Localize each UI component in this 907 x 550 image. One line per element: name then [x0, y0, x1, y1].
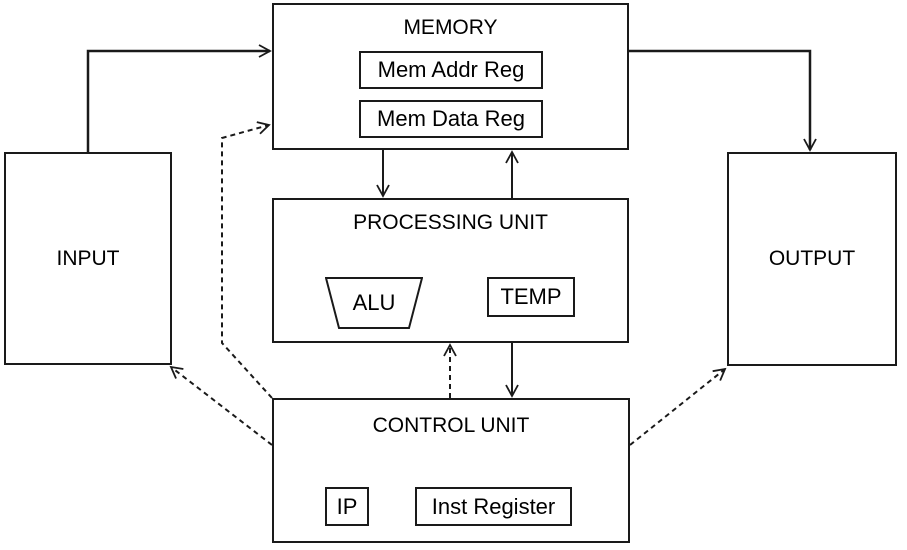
- memory-title: MEMORY: [403, 16, 498, 39]
- mem-data-reg-box: Mem Data Reg: [359, 100, 543, 138]
- temp-register-box: TEMP: [487, 277, 575, 317]
- alu-shape: [325, 277, 423, 329]
- mem-data-reg-label: Mem Data Reg: [377, 106, 525, 131]
- inst-register-box: Inst Register: [415, 487, 572, 526]
- output-label: OUTPUT: [768, 247, 856, 270]
- inst-register-label: Inst Register: [431, 493, 556, 519]
- input-label: INPUT: [56, 246, 120, 270]
- ip-label: IP: [336, 493, 358, 519]
- ip-register-box: IP: [325, 487, 369, 526]
- processing-unit-title: PROCESSING UNIT: [353, 211, 548, 234]
- arrow-control-to-memory: [221, 121, 273, 399]
- mem-addr-reg-label: Mem Addr Reg: [377, 57, 525, 82]
- control-unit-box: CONTROL UNIT IP Inst Register: [272, 398, 630, 543]
- input-box: INPUT: [4, 152, 172, 365]
- memory-box: MEMORY Mem Addr Reg Mem Data Reg: [272, 3, 629, 150]
- arrow-input-to-memory: [86, 44, 272, 152]
- processing-unit-box: PROCESSING UNIT ALU TEMP: [272, 198, 629, 343]
- alu-trapezoid: ALU: [325, 277, 423, 329]
- arrow-control-to-input: [169, 365, 273, 446]
- control-unit-title: CONTROL UNIT: [372, 414, 530, 437]
- output-box: OUTPUT: [727, 152, 897, 366]
- mem-addr-reg-box: Mem Addr Reg: [359, 51, 543, 89]
- temp-label: TEMP: [500, 284, 562, 309]
- arrow-memory-to-output: [629, 49, 817, 152]
- alu-label: ALU: [352, 290, 396, 315]
- arrow-control-to-output: [629, 367, 727, 446]
